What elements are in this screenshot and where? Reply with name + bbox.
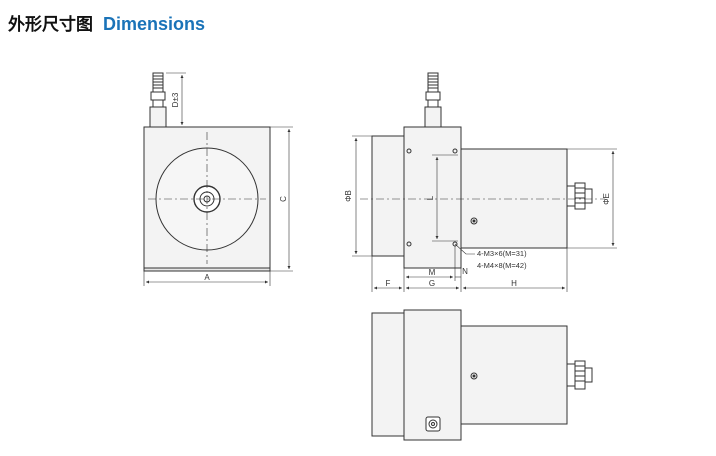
dimension-label-g: G bbox=[429, 279, 435, 288]
front-view bbox=[143, 72, 293, 286]
thread-note-1: 4-M3×6(M=31) bbox=[477, 249, 527, 258]
dimension-label-n: N bbox=[462, 267, 468, 276]
bottom-view bbox=[371, 309, 593, 441]
dimension-label-d: D±3 bbox=[171, 92, 180, 107]
dimension-label-m: M bbox=[429, 268, 436, 277]
header: 外形尺寸图 Dimensions bbox=[8, 10, 205, 36]
thread-note-2: 4-M4×8(M=42) bbox=[477, 261, 527, 270]
dimension-label-c: C bbox=[279, 196, 288, 202]
side-bracket bbox=[403, 126, 462, 269]
title-english: Dimensions bbox=[103, 14, 206, 34]
dimension-label-h: H bbox=[511, 279, 517, 288]
bottom-cover bbox=[371, 312, 405, 437]
dimension-label-l: L bbox=[426, 195, 435, 200]
title-chinese: 外形尺寸图 bbox=[8, 15, 93, 35]
bottom-mount-screw bbox=[425, 416, 441, 432]
side-cover bbox=[371, 135, 405, 257]
side-view bbox=[352, 72, 617, 292]
front-connector bbox=[149, 72, 167, 128]
side-right-connector bbox=[566, 182, 593, 210]
bottom-right-connector bbox=[566, 360, 593, 390]
dimension-label-e: ΦE bbox=[602, 193, 611, 205]
dimension-label-a: A bbox=[204, 273, 210, 282]
side-top-connector bbox=[424, 72, 442, 128]
dimension-label-b: ΦB bbox=[344, 190, 353, 202]
dimension-label-f: F bbox=[386, 279, 391, 288]
side-housing bbox=[460, 148, 568, 249]
bottom-housing bbox=[460, 325, 568, 425]
